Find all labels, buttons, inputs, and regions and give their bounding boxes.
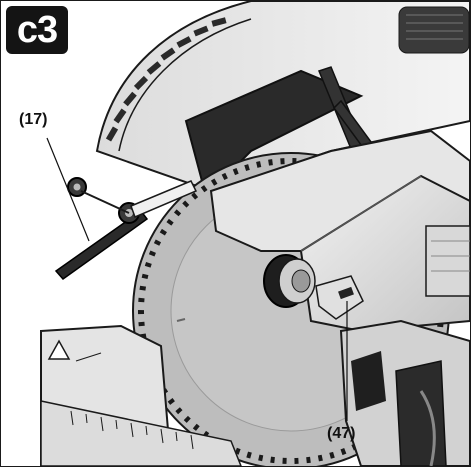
blade-arbor [263, 254, 316, 308]
fence [40, 324, 242, 466]
figure-label-badge: c3 [6, 6, 68, 54]
lower-mechanism [339, 319, 470, 466]
callout-47: (47) [327, 425, 356, 442]
leader-line-17 [46, 137, 90, 242]
guard-lever [54, 177, 198, 281]
spindle-lock [315, 275, 364, 320]
callout-17: (17) [19, 111, 48, 128]
